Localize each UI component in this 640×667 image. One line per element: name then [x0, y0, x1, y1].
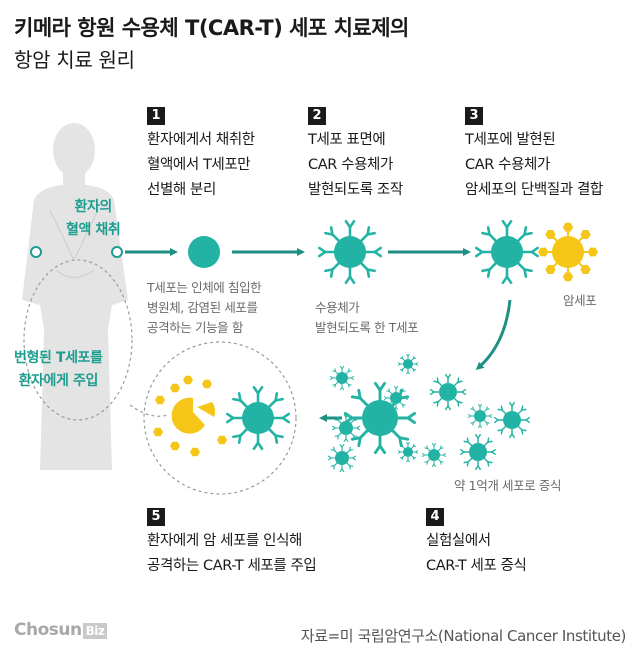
cancer-fragment-3	[202, 379, 212, 389]
car-t-cell-proliferating-12	[343, 381, 417, 455]
car-t-cell-proliferating-10	[459, 433, 497, 471]
injection-link	[129, 404, 169, 417]
car-t-cell-proliferating-1	[329, 365, 355, 391]
step1-number: 1	[147, 107, 165, 125]
car-t-cell-attacking	[225, 385, 291, 451]
tcell-note: T세포는 인체에 침입한 병원체, 감염된 세포를 공격하는 기능을 함	[147, 280, 262, 335]
car-t-cell-proliferating-7	[467, 403, 493, 429]
blood-draw-point-left	[30, 246, 42, 258]
car-t-cell-proliferating-6	[397, 441, 419, 463]
cancer-fragment-7	[217, 435, 227, 445]
proliferate-note: 약 1억개 세포로 증식	[454, 478, 562, 493]
injection-circle	[143, 341, 297, 495]
step1-text: 환자에게서 채취한 혈액에서 T세포만 선별해 분리	[147, 132, 255, 198]
injection-loop	[23, 259, 133, 421]
receptor-note: 수용체가 발현되도록 한 T세포	[315, 300, 419, 335]
cancer-note: 암세포	[563, 293, 597, 308]
logo-biz: Biz	[82, 623, 108, 639]
step3-text: T세포에 발현된 CAR 수용체가 암세포의 단백질과 결합	[465, 132, 603, 198]
cancer-fragment-6	[190, 447, 200, 457]
page-title: 키메라 항원 수용체 T(CAR-T) 세포 치료제의	[14, 16, 409, 40]
car-t-cell-proliferating-11	[327, 443, 357, 473]
patient-silhouette	[22, 123, 128, 470]
page-subtitle: 항암 치료 원리	[14, 48, 135, 72]
step2-number: 2	[308, 107, 326, 125]
step4-number: 4	[426, 508, 444, 526]
t-cell	[188, 236, 220, 268]
blood-draw-label: 환자의 혈액 채취	[66, 199, 121, 238]
cancer-cell-destroyed	[171, 397, 216, 434]
cancer-fragment-8	[183, 375, 193, 385]
car-t-cell	[317, 219, 383, 285]
cancer-fragment-1	[155, 395, 165, 405]
car-t-cell-binding	[474, 219, 540, 285]
car-t-cell-proliferating-9	[421, 442, 447, 468]
car-t-cell-proliferating-8	[493, 401, 531, 439]
car-t-cell-proliferating-3	[429, 373, 467, 411]
arrow-to-step4	[475, 299, 512, 370]
source-credit: 자료=미 국립암연구소(National Cancer Institute)	[300, 627, 627, 645]
step3-number: 3	[465, 107, 483, 125]
injection-label: 번형된 T세포를 환자에게 주입	[14, 350, 103, 389]
cancer-fragment-5	[170, 441, 180, 451]
cancer-fragment-4	[153, 427, 163, 437]
logo-main: Chosun	[14, 620, 82, 640]
step2-text: T세포 표면에 CAR 수용체가 발현되도록 조작	[308, 132, 403, 198]
blood-draw-point-right	[111, 246, 123, 258]
cancer-cell	[538, 222, 598, 282]
car-t-cell-proliferating-2	[397, 353, 419, 375]
step5-text: 환자에게 암 세포를 인식해 공격하는 CAR-T 세포를 주입	[147, 533, 317, 574]
step5-number: 5	[147, 508, 165, 526]
cancer-fragment-2	[170, 383, 180, 393]
step4-text: 실험실에서 CAR-T 세포 증식	[426, 533, 527, 574]
